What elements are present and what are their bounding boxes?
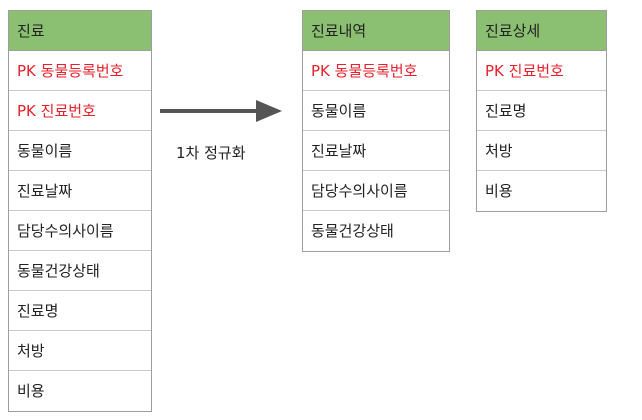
table-row: 동물이름 xyxy=(303,91,449,131)
table-header: 진료상세 xyxy=(477,11,606,51)
table-row: 진료날짜 xyxy=(9,171,151,211)
table-row: 비용 xyxy=(485,182,513,200)
table-row: 진료날짜 xyxy=(303,131,449,171)
table-detail: 진료상세 PK 진료번호 진료명 처방 비용 xyxy=(476,10,607,212)
table-row: 동물건강상태 xyxy=(9,251,151,291)
table-row: 처방 xyxy=(477,131,606,171)
table-row: 동물이름 xyxy=(9,131,151,171)
table-row-pk: PK 동물등록번호 xyxy=(303,51,449,91)
table-row-pk: PK 동물등록번호 xyxy=(9,51,151,91)
table-row: 담당수의사이름 xyxy=(303,171,449,211)
table-row-pk: PK 진료번호 xyxy=(477,51,606,91)
table-header: 진료내역 xyxy=(303,11,449,51)
table-header: 진료 xyxy=(9,11,151,51)
table-row: 처방 xyxy=(9,331,151,371)
table-history: 진료내역 PK 동물등록번호 동물이름 진료날짜 담당수의사이름 동물건강상태 xyxy=(302,10,450,252)
table-row: 담당수의사이름 xyxy=(9,211,151,251)
table-original: 진료 PK 동물등록번호 PK 진료번호 동물이름 진료날짜 담당수의사이름 동… xyxy=(8,10,152,412)
table-row: 진료명 xyxy=(477,91,606,131)
right-arrow-icon xyxy=(160,100,282,122)
table-row: 동물건강상태 xyxy=(311,222,394,240)
table-row-pk: PK 진료번호 xyxy=(9,91,151,131)
table-row: 비용 xyxy=(17,382,45,400)
table-row: 진료명 xyxy=(9,291,151,331)
arrow-head xyxy=(256,100,282,122)
arrow-label: 1차 정규화 xyxy=(176,144,246,162)
